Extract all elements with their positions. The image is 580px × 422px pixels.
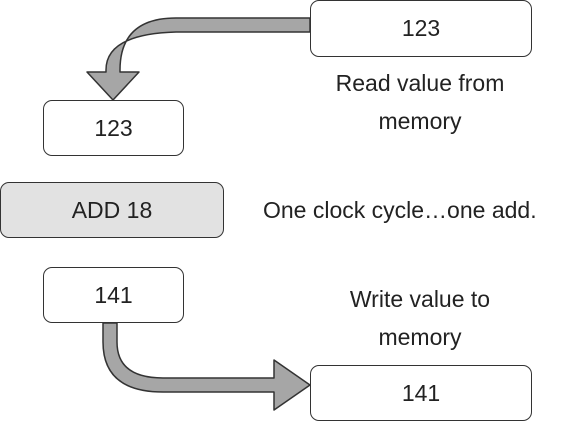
read-caption: Read value from memory	[300, 64, 540, 140]
add-operation: ADD 18	[0, 182, 224, 238]
register-loaded-value: 123	[94, 114, 133, 141]
add-operation-label: ADD 18	[71, 196, 153, 223]
memory-cell-destination: 141	[310, 365, 532, 421]
memory-destination-value: 141	[401, 379, 441, 406]
write-caption-line2: memory	[378, 324, 462, 350]
memory-source-value: 123	[401, 15, 441, 41]
read-arrow-icon	[86, 17, 311, 101]
register-result: 141	[43, 267, 184, 323]
read-caption-line1: Read value from	[335, 70, 505, 96]
write-caption: Write value to memory	[300, 280, 540, 356]
register-result-value: 141	[94, 281, 133, 308]
memory-cell-source: 123	[310, 0, 532, 57]
read-caption-line2: memory	[378, 108, 462, 134]
write-arrow-icon	[102, 322, 311, 411]
register-loaded: 123	[43, 100, 184, 156]
write-caption-line1: Write value to	[349, 286, 491, 312]
cycle-caption: One clock cycle…one add.	[263, 197, 537, 223]
